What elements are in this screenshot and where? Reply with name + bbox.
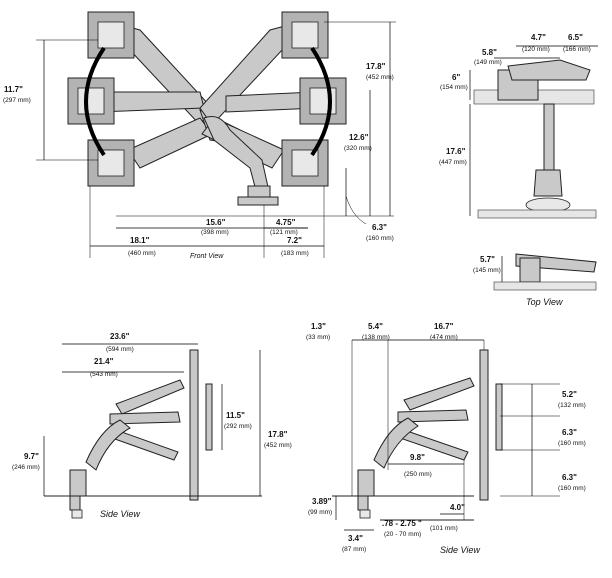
side-view-left: 23.6" (594 mm) 21.4" (543 mm) 11.5" (292… [12,332,292,519]
side-left-total: 17.8" [268,430,288,439]
side-left-reach-mm: (594 mm) [106,346,134,353]
side-right-j: 3.4" [348,534,363,543]
front-width-right: 7.2" [287,236,302,245]
top-dim-c-mm: (149 mm) [474,59,502,66]
left-arm [67,11,246,187]
top-dim-d: 6" [452,73,460,82]
side-right-i: 3.89" [312,497,332,506]
front-mid-right-mm: (320 mm) [344,145,372,152]
side-right-g-mm: (160 mm) [558,485,586,492]
front-width-left: 18.1" [130,236,150,245]
top-dim-a: 4.7" [531,33,546,42]
top-dim-f-mm: (145 mm) [473,267,501,274]
front-height-left: 11.7" [4,85,23,94]
front-height-left-mm: (297 mm) [3,97,31,104]
side-right-c-mm: (474 mm) [430,334,458,341]
side-right-j-mm: (87 mm) [342,546,366,553]
side-left-reach2-mm: (543 mm) [90,371,118,378]
top-view: 4.7" (120 mm) 6.5" (166 mm) 5.8" (149 mm… [439,33,598,307]
top-dim-f: 5.7" [480,255,495,264]
front-base-height: 6.3" [372,223,387,232]
front-width-right-mm: (183 mm) [281,250,309,257]
top-dim-e-mm: (447 mm) [439,159,467,166]
front-base-height-mm: (160 mm) [366,235,394,242]
side-left-monitor-mm: (292 mm) [224,423,252,430]
side-right-d: 5.2" [562,390,577,399]
side-right-f: 9.8" [410,453,425,462]
side-right-d-mm: (132 mm) [558,402,586,409]
side-right-e: 6.3" [562,428,577,437]
front-mid-right: 12.6" [349,133,369,142]
side-right-caption: Side View [440,545,480,555]
front-height-right-mm: (452 mm) [366,74,394,81]
center-post [203,116,279,206]
side-right-a-mm: (33 mm) [306,334,330,341]
side-left-low-mm: (246 mm) [12,464,40,471]
side-right-f-mm: (250 mm) [404,471,432,478]
side-right-e-mm: (160 mm) [558,440,586,447]
side-right-k-mm: (20 - 70 mm) [384,531,421,538]
side-right-i-mm: (99 mm) [308,509,332,516]
side-right-b: 5.4" [368,322,383,331]
side-left-low: 9.7" [24,452,39,461]
side-left-caption: Side View [100,509,140,519]
top-view-caption: Top View [526,297,563,307]
side-left-reach2: 21.4" [94,357,114,366]
side-right-h-mm: (101 mm) [430,525,458,532]
front-offset: 4.75" [276,218,296,227]
front-width-left-mm: (460 mm) [128,250,156,257]
side-view-right: 1.3" (33 mm) 5.4" (138 mm) 16.7" (474 mm… [306,322,586,555]
side-right-g: 6.3" [562,473,577,482]
front-span-inner-mm: (398 mm) [201,229,229,236]
side-right-a: 1.3" [311,322,326,331]
right-arm [199,11,347,187]
side-right-c: 16.7" [434,322,454,331]
front-view: 11.7" (297 mm) 17.8" (452 mm) 12.6" (320… [3,11,396,260]
front-span-inner: 15.6" [206,218,226,227]
top-dim-b-mm: (166 mm) [563,46,591,53]
top-dim-b: 6.5" [568,33,583,42]
top-dim-a-mm: (120 mm) [522,46,550,53]
side-left-monitor: 11.5" [226,411,245,420]
top-dim-e: 17.6" [446,147,466,156]
side-right-k: .78 - 2.75 " [382,519,422,528]
side-left-reach: 23.6" [110,332,130,341]
front-offset-mm: (121 mm) [270,229,298,236]
side-left-total-mm: (452 mm) [264,442,292,449]
side-right-b-mm: (138 mm) [362,334,390,341]
top-dim-c: 5.8" [482,48,497,57]
top-dim-d-mm: (154 mm) [440,84,468,91]
side-right-h: 4.0" [450,503,465,512]
front-view-caption: Front View [190,253,224,260]
front-height-right: 17.8" [366,62,386,71]
